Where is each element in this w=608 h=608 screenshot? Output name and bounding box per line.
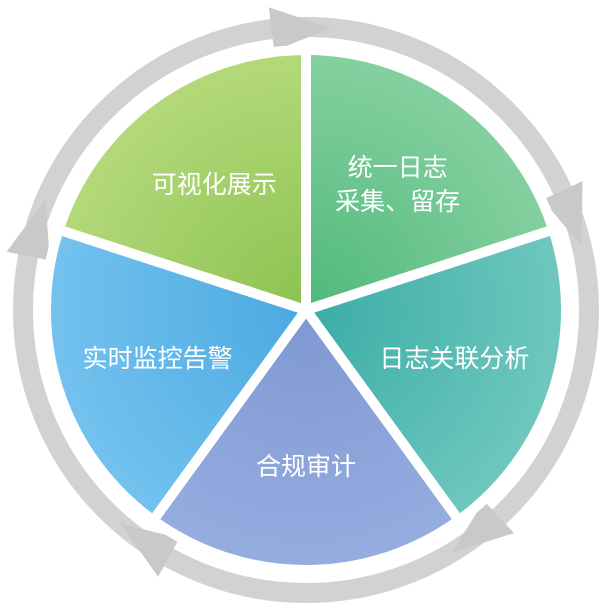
segment-analyze	[301, 224, 571, 526]
label-audit: 合规审计	[256, 452, 356, 481]
segment-monitor	[41, 224, 311, 526]
cycle-arrows	[6, 7, 583, 577]
segment-audit	[148, 305, 464, 575]
label-line: 合规审计	[256, 452, 356, 481]
label-line: 统一日志	[348, 153, 448, 182]
cycle-arrowhead	[6, 199, 50, 261]
cycle-arrowhead	[268, 7, 331, 51]
label-line: 实时监控告警	[83, 344, 233, 373]
label-line: 采集、留存	[335, 187, 460, 216]
cycle-arrowhead	[120, 523, 180, 577]
label-analyze: 日志关联分析	[379, 344, 529, 373]
label-monitor: 实时监控告警	[83, 344, 233, 373]
label-collect: 统一日志采集、留存	[335, 153, 460, 216]
label-line: 日志关联分析	[379, 344, 529, 373]
label-visual: 可视化展示	[152, 170, 277, 199]
segments	[41, 45, 571, 575]
cycle-arrowhead	[451, 500, 515, 553]
cycle-arrowhead	[542, 181, 583, 247]
label-line: 可视化展示	[152, 170, 277, 199]
segment-visual	[53, 45, 311, 315]
